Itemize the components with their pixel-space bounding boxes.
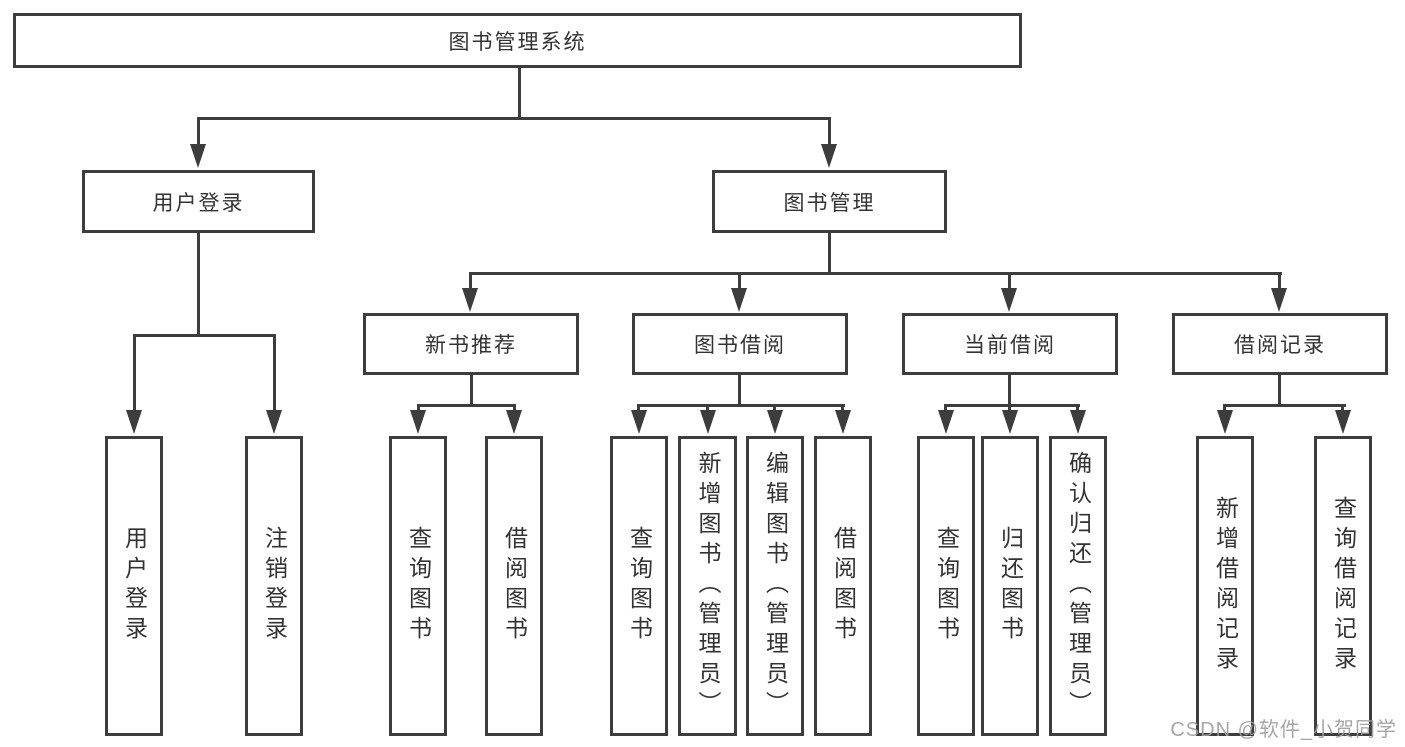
leaf-borrow-add-books-admin-label: 新增图书（管理员）	[695, 451, 721, 721]
node-new-book-recommend-label: 新书推荐	[425, 334, 517, 357]
connector-login-leaf1-drop	[133, 334, 136, 412]
node-new-book-recommend: 新书推荐	[363, 313, 579, 375]
node-current-borrow: 当前借阅	[902, 313, 1118, 375]
leaf-current-return-books: 归还图书	[981, 436, 1039, 736]
arrow-down-icon	[190, 144, 206, 168]
leaf-current-query-books-label: 查询图书	[933, 526, 960, 646]
connector-records-leaf2-drop	[1341, 404, 1344, 414]
connector-current-leaf3-drop	[1076, 404, 1079, 414]
connector-level3-bar	[469, 272, 1282, 275]
leaf-current-query-books: 查询图书	[917, 436, 975, 736]
connector-borrow-leaf2-drop	[706, 404, 709, 414]
connector-current-leaf2-drop	[1008, 404, 1011, 414]
leaf-borrow-borrow-books-label: 借阅图书	[830, 526, 857, 646]
node-book-borrow: 图书借阅	[632, 313, 848, 375]
arrow-down-icon	[1001, 288, 1017, 312]
leaf-borrow-query-books: 查询图书	[610, 436, 668, 736]
leaf-records-query-record: 查询借阅记录	[1314, 436, 1372, 736]
node-book-management-label: 图书管理	[783, 191, 876, 215]
arrow-down-icon	[1070, 410, 1086, 434]
connector-newbook-drop	[469, 272, 472, 290]
connector-current-stem	[1008, 374, 1011, 407]
leaf-newbook-query-books: 查询图书	[389, 436, 447, 736]
arrow-down-icon	[631, 410, 647, 434]
connector-newbook-leaf2-drop	[513, 404, 516, 414]
connector-borrow-drop	[738, 272, 741, 290]
arrow-down-icon	[938, 410, 954, 434]
leaf-borrow-edit-books-admin-label: 编辑图书（管理员）	[762, 451, 789, 721]
leaf-borrow-add-books-admin: 新增图书（管理员）	[678, 436, 737, 736]
node-borrow-records: 借阅记录	[1172, 313, 1388, 375]
leaf-logout: 注销登录	[245, 436, 303, 736]
connector-records-leaf1-drop	[1223, 404, 1226, 414]
leaf-newbook-query-books-label: 查询图书	[405, 526, 432, 646]
arrow-down-icon	[700, 410, 716, 434]
connector-root-stem	[518, 68, 521, 118]
connector-borrow-leaf4-drop	[841, 404, 844, 414]
connector-current-leaf1-drop	[944, 404, 947, 414]
node-book-borrow-label: 图书借阅	[694, 334, 786, 357]
arrow-down-icon	[462, 288, 478, 312]
leaf-newbook-borrow-books-label: 借阅图书	[501, 526, 528, 646]
arrow-down-icon	[266, 410, 282, 434]
arrow-down-icon	[731, 288, 747, 312]
connector-manage-stem	[828, 233, 831, 275]
node-current-borrow-label: 当前借阅	[964, 334, 1056, 357]
connector-newbook-leaf1-drop	[417, 404, 420, 414]
watermark: CSDN @软件_小贺同学	[1170, 719, 1397, 741]
arrow-down-icon	[1217, 410, 1233, 434]
connector-newbook-bar	[417, 404, 516, 407]
node-borrow-records-label: 借阅记录	[1234, 334, 1326, 357]
arrow-down-icon	[410, 410, 426, 434]
connector-records-stem	[1278, 374, 1281, 407]
node-root: 图书管理系统	[13, 13, 1022, 68]
connector-current-drop	[1008, 272, 1011, 290]
connector-borrow-leaf1-drop	[637, 404, 640, 414]
arrow-down-icon	[767, 410, 783, 434]
connector-borrow-leaf3-drop	[773, 404, 776, 414]
node-user-login: 用户登录	[82, 170, 315, 233]
leaf-records-add-record: 新增借阅记录	[1196, 436, 1254, 736]
leaf-borrow-borrow-books: 借阅图书	[814, 436, 872, 736]
leaf-current-return-books-label: 归还图书	[997, 526, 1024, 646]
connector-borrow-stem	[738, 374, 741, 407]
connector-login-stem	[197, 233, 200, 336]
connector-records-drop	[1278, 272, 1281, 290]
connector-records-bar	[1223, 404, 1346, 407]
connector-borrow-bar	[637, 404, 845, 407]
connector-login-drop	[197, 117, 200, 146]
arrow-down-icon	[821, 144, 837, 168]
arrow-down-icon	[506, 410, 522, 434]
arrow-down-icon	[1335, 410, 1351, 434]
connector-login-leaf2-drop	[273, 334, 276, 412]
arrow-down-icon	[126, 410, 142, 434]
leaf-current-confirm-return-admin-label: 确认归还（管理员）	[1065, 451, 1092, 721]
leaf-newbook-borrow-books: 借阅图书	[485, 436, 543, 736]
leaf-records-query-record-label: 查询借阅记录	[1330, 496, 1357, 676]
arrow-down-icon	[1271, 288, 1287, 312]
node-root-label: 图书管理系统	[448, 30, 587, 54]
node-user-login-label: 用户登录	[152, 191, 245, 215]
connector-newbook-stem	[470, 374, 473, 407]
leaf-user-login-label: 用户登录	[121, 526, 148, 646]
node-book-management: 图书管理	[712, 170, 947, 233]
connector-login-bar	[133, 334, 276, 337]
leaf-current-confirm-return-admin: 确认归还（管理员）	[1049, 436, 1107, 736]
connector-manage-drop	[828, 117, 831, 146]
leaf-user-login: 用户登录	[105, 436, 163, 736]
connector-current-bar	[944, 404, 1080, 407]
leaf-borrow-query-books-label: 查询图书	[626, 526, 653, 646]
leaf-logout-label: 注销登录	[261, 526, 288, 646]
connector-level2-bar	[197, 117, 831, 120]
arrow-down-icon	[1002, 410, 1018, 434]
arrow-down-icon	[835, 410, 851, 434]
leaf-records-add-record-label: 新增借阅记录	[1212, 496, 1239, 676]
leaf-borrow-edit-books-admin: 编辑图书（管理员）	[746, 436, 804, 736]
